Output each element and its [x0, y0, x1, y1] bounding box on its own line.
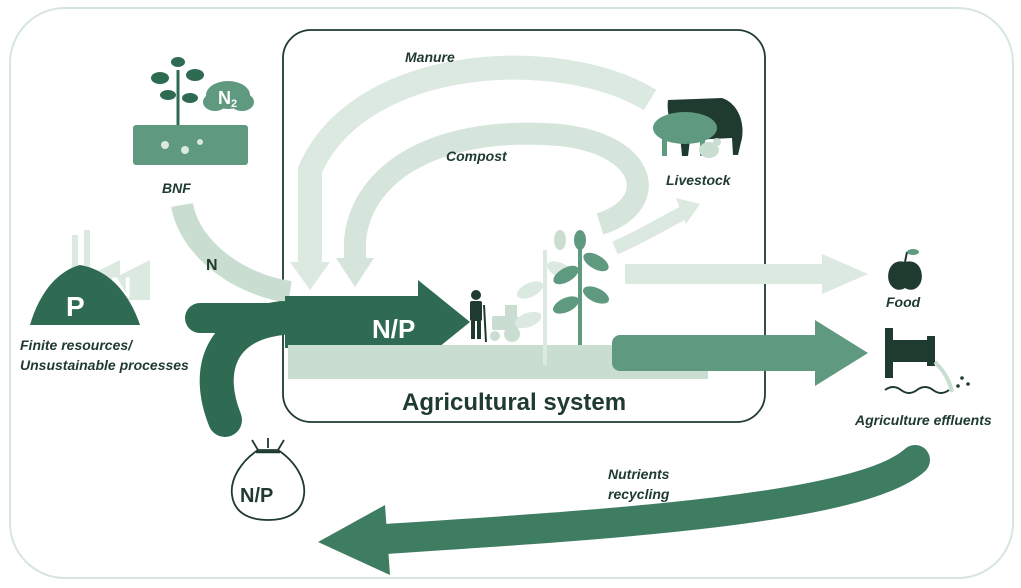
- food-label: Food: [886, 294, 921, 310]
- nutrient-sack-icon: [230, 438, 306, 521]
- resource-p-label: P: [66, 291, 85, 322]
- agriculture-effluents-label: Agriculture effluents: [854, 412, 992, 428]
- manure-label: Manure: [405, 49, 455, 65]
- apple-icon: [888, 249, 922, 290]
- soybean-plant-icon: [133, 57, 248, 165]
- resource-pile-icon: P: [30, 265, 140, 325]
- agricultural-system-title: Agricultural system: [402, 389, 626, 416]
- n-input-label: N: [206, 257, 218, 274]
- n2-subscript: 2: [231, 98, 237, 110]
- manure-arrow: [290, 55, 657, 290]
- bnf-arrow: [171, 202, 292, 303]
- to-livestock-arrow: [612, 198, 700, 255]
- compost-arrow: [336, 122, 649, 287]
- finite-resource-flow: [185, 301, 305, 437]
- finite-resources-label-line2: Unsustainable processes: [20, 357, 189, 373]
- np-main-label: N/P: [372, 314, 415, 344]
- farmer-icon: [470, 290, 487, 343]
- n2-cloud-icon: N 2: [203, 81, 254, 111]
- livestock-icon: [653, 98, 743, 158]
- tractor-icon: [490, 305, 520, 342]
- crop-plant-icon: [514, 230, 610, 365]
- np-main-arrow: [285, 280, 470, 364]
- bnf-label: BNF: [162, 180, 191, 196]
- sack-label: N/P: [240, 485, 273, 507]
- n2-label: N: [218, 88, 231, 108]
- food-arrow: [625, 254, 868, 294]
- nutrients-recycling-label-line1: Nutrients: [608, 466, 670, 482]
- nutrient-recycling-arrow: [318, 445, 930, 575]
- finite-resources-label-line1: Finite resources/: [20, 337, 134, 353]
- outer-frame: [9, 7, 1014, 579]
- nutrients-recycling-label-line2: recycling: [608, 486, 670, 502]
- effluent-pipe-icon: [884, 328, 970, 394]
- effluent-arrow: [612, 320, 868, 386]
- compost-label: Compost: [446, 148, 508, 164]
- livestock-label: Livestock: [666, 172, 732, 188]
